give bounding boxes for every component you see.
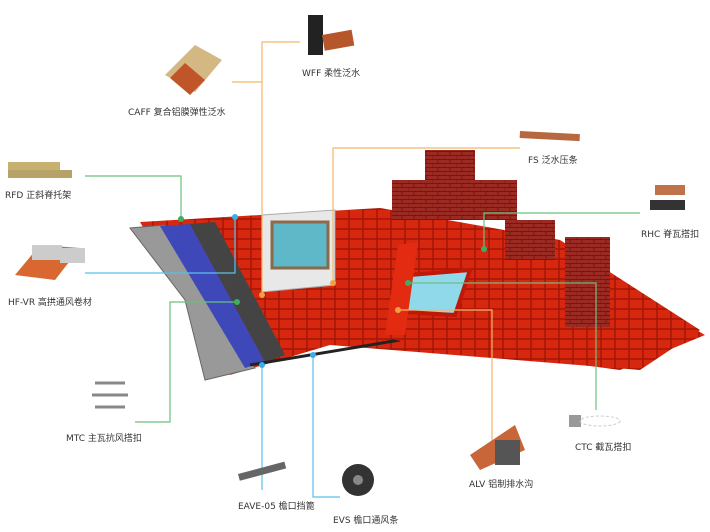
label-hfvr: HF-VR 高拱通风卷材 [8,298,92,308]
leader-fs [332,147,520,283]
leader-evs [312,355,340,498]
product-wff-icon [308,15,355,55]
product-rhc-icon [650,185,685,210]
dormer-window [270,220,330,270]
batten-layer [190,222,285,362]
product-caff-icon [165,45,222,95]
product-rfd-icon [8,162,72,178]
product-ctc-icon [569,415,621,427]
label-ctc: CTC 截瓦搭扣 [575,443,632,453]
label-fs: FS 泛水压条 [528,156,578,166]
product-eave-icon [237,461,287,481]
product-mtc-icon [92,381,128,409]
label-eave: EAVE-05 檐口挡篦 [238,502,315,512]
leader-ctc [408,282,597,410]
leader-rfd [85,175,182,219]
product-alv-icon [470,425,525,470]
dormer-roof [395,245,705,370]
leader-hfvr [85,217,236,274]
label-wff: WFF 柔性泛水 [302,69,361,79]
eave-line [249,338,401,367]
chimney-mid [505,220,555,260]
chimney-small [565,237,610,327]
leader-wff [261,41,300,295]
label-rhc: RHC 脊瓦搭扣 [641,230,700,240]
label-alv: ALV 铝制排水沟 [469,480,534,490]
label-evs: EVS 檐口通风条 [333,516,399,526]
leader-rhc [483,212,640,249]
leader-mtc [135,301,237,423]
label-mtc: MTC 主瓦抗风搭扣 [66,434,142,444]
product-fs-icon [519,131,580,142]
label-rfd: RFD 正斜脊托架 [5,191,72,201]
label-caff: CAFF 复合铝膜弹性泛水 [128,108,226,118]
leader-alv [398,309,493,450]
product-hfvr-icon [15,245,85,280]
gutter-valley [385,242,418,335]
chimney-base [392,180,517,220]
product-evs-icon [342,464,374,496]
underlay-membrane [160,224,265,368]
